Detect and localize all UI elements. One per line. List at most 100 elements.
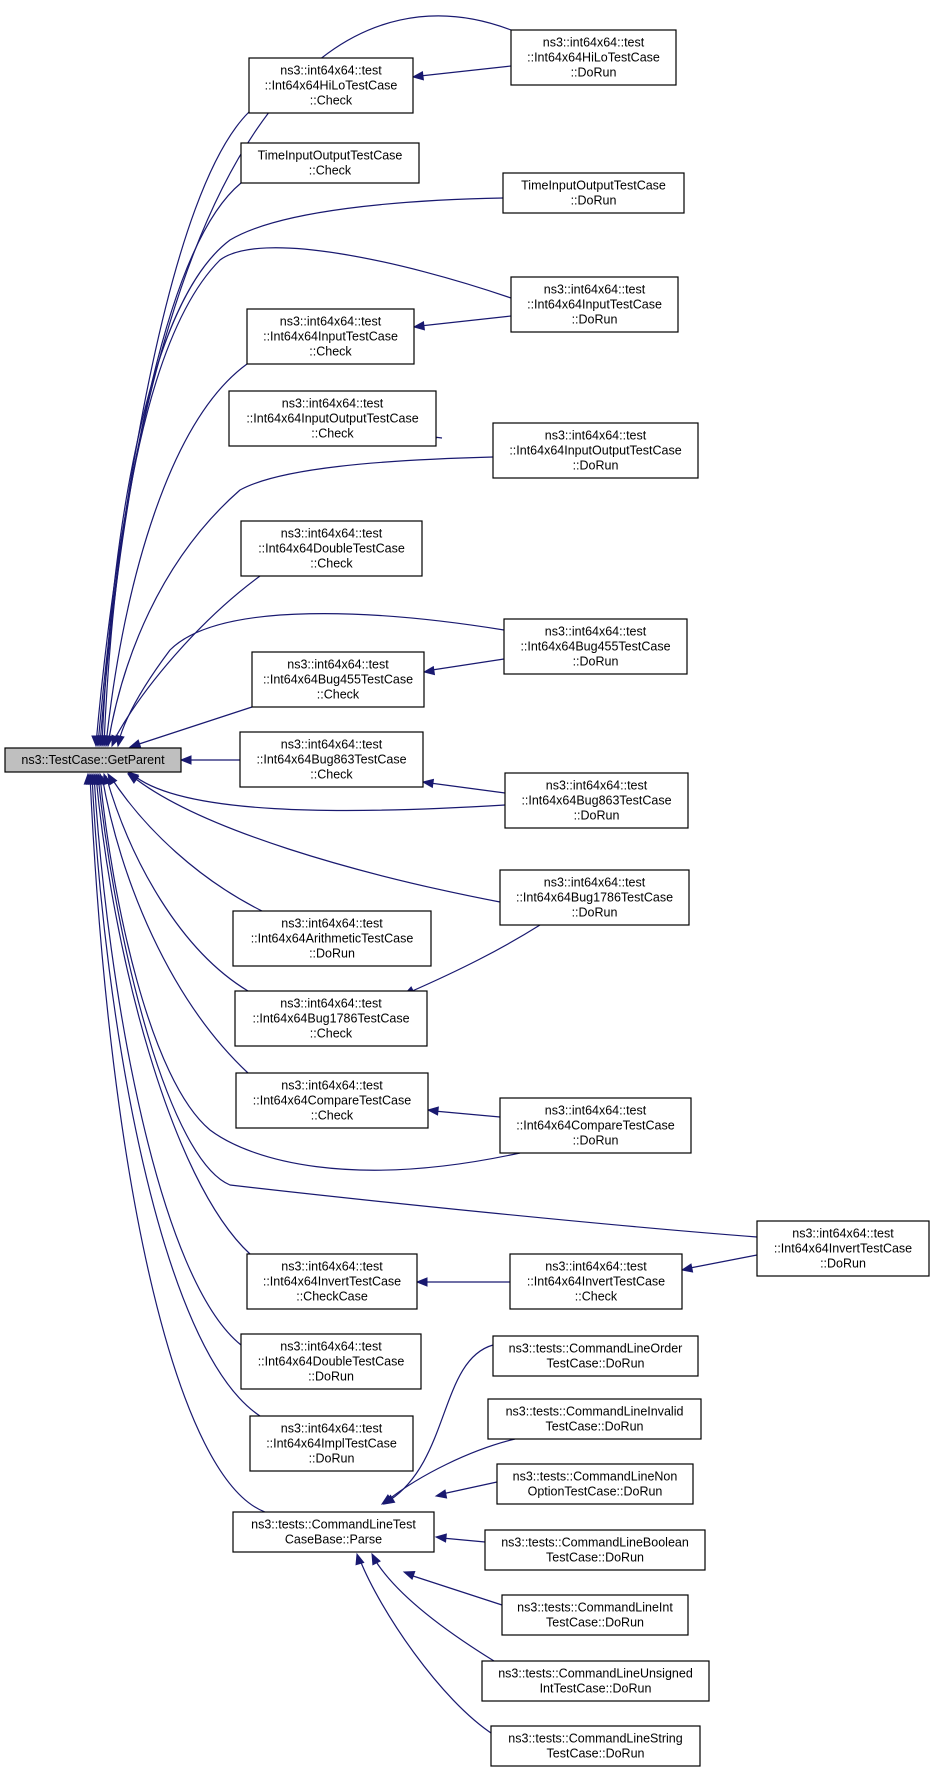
node-label-line: TimeInputOutputTestCase	[258, 149, 403, 163]
node-label-line: ::Check	[310, 1027, 353, 1041]
node-label-line: TestCase::DoRun	[546, 1420, 644, 1434]
node-label-line: ::Int64x64InvertTestCase	[527, 1275, 665, 1289]
node-box	[501, 1594, 689, 1636]
node-double_dorun[interactable]: ns3::int64x64::test::Int64x64DoubleTestC…	[240, 1333, 422, 1390]
node-b1786_check[interactable]: ns3::int64x64::test::Int64x64Bug1786Test…	[234, 990, 428, 1047]
node-label-line: ::Check	[575, 1290, 618, 1304]
node-cl_unsigned[interactable]: ns3::tests::CommandLineUnsignedIntTestCa…	[481, 1660, 710, 1702]
edge-b1786_check-to-root	[99, 775, 521, 1171]
node-label-line: ::Int64x64InputOutputTestCase	[509, 444, 681, 458]
node-cl_nonopt[interactable]: ns3::tests::CommandLineNonOptionTestCase…	[496, 1463, 694, 1505]
node-label-line: IntTestCase::DoRun	[540, 1682, 652, 1696]
edge-b1786_dorun-to-b1786_check	[105, 775, 249, 992]
edge-double_check-to-root	[431, 658, 505, 671]
node-box	[249, 1415, 414, 1472]
edge-io_dorun-to-io_check	[117, 613, 505, 745]
node-label-line: ::CheckCase	[296, 1290, 368, 1304]
edge-input_check-to-root	[419, 315, 512, 327]
node-label-line: ::Check	[309, 164, 352, 178]
node-b455_dorun[interactable]: ns3::int64x64::test::Int64x64Bug455TestC…	[503, 618, 688, 675]
node-label-line: ::Int64x64Bug1786TestCase	[516, 891, 673, 905]
node-box	[756, 1220, 930, 1277]
node-hilo_dorun[interactable]: ns3::int64x64::test::Int64x64HiLoTestCas…	[510, 29, 677, 86]
node-label-line: ns3::int64x64::test	[280, 315, 382, 329]
arrowhead-io_check	[115, 734, 125, 748]
node-label-line: ns3::tests::CommandLineString	[508, 1732, 682, 1746]
edge-b863_dorun-to-b863_check	[409, 924, 541, 993]
node-inv_checkcase[interactable]: ns3::int64x64::test::Int64x64InvertTestC…	[246, 1253, 418, 1310]
node-label-line: ::Int64x64Bug455TestCase	[263, 673, 413, 687]
node-label-line: ::DoRun	[573, 1134, 619, 1148]
node-hilo_check[interactable]: ns3::int64x64::test::Int64x64HiLoTestCas…	[248, 57, 414, 114]
node-label-line: ::DoRun	[574, 809, 620, 823]
node-cmp_check[interactable]: ns3::int64x64::test::Int64x64CompareTest…	[235, 1072, 429, 1129]
node-cl_int[interactable]: ns3::tests::CommandLineIntTestCase::DoRu…	[501, 1594, 689, 1636]
node-box	[496, 1463, 694, 1505]
arrowhead-root	[128, 739, 142, 749]
node-label-line: ::Int64x64CompareTestCase	[516, 1119, 674, 1133]
node-impl_dorun[interactable]: ns3::int64x64::test::Int64x64ImplTestCas…	[249, 1415, 414, 1472]
node-box	[4, 747, 182, 773]
node-cl_invalid[interactable]: ns3::tests::CommandLineInvalidTestCase::…	[487, 1398, 702, 1440]
node-label-line: ::Int64x64Bug1786TestCase	[252, 1012, 409, 1026]
edge-b455_check-to-root	[135, 706, 253, 746]
node-cl_string[interactable]: ns3::tests::CommandLineStringTestCase::D…	[490, 1725, 701, 1767]
arrowhead-cl_parse	[434, 1489, 448, 1499]
node-inv_dorun[interactable]: ns3::int64x64::test::Int64x64InvertTestC…	[756, 1220, 930, 1277]
edges-layer	[83, 15, 758, 1736]
node-box	[510, 276, 679, 333]
node-label-line: ::DoRun	[308, 1370, 354, 1384]
node-b455_check[interactable]: ns3::int64x64::test::Int64x64Bug455TestC…	[251, 651, 425, 708]
arrowhead-cl_parse	[434, 1533, 447, 1543]
edge-cl_bool-to-cl_parse	[374, 1559, 495, 1662]
node-tio_check[interactable]: TimeInputOutputTestCase::Check	[240, 142, 420, 184]
node-label-line: ns3::int64x64::test	[281, 1079, 383, 1093]
node-cl_bool[interactable]: ns3::tests::CommandLineBooleanTestCase::…	[484, 1529, 706, 1571]
node-root[interactable]: ns3::TestCase::GetParent	[4, 747, 182, 773]
node-b1786_dorun[interactable]: ns3::int64x64::test::Int64x64Bug1786Test…	[499, 869, 690, 926]
node-arith_dorun[interactable]: ns3::int64x64::test::Int64x64ArithmeticT…	[232, 910, 432, 967]
edge-tio_check-to-root	[99, 182, 242, 745]
node-cl_order[interactable]: ns3::tests::CommandLineOrderTestCase::Do…	[492, 1335, 699, 1377]
node-label-line: ::Int64x64DoubleTestCase	[258, 1355, 405, 1369]
node-label-line: ns3::int64x64::test	[546, 779, 648, 793]
node-label-line: ::DoRun	[309, 1452, 355, 1466]
edge-tio_dorun-to-tio_check	[103, 247, 512, 745]
node-io_dorun[interactable]: ns3::int64x64::test::Int64x64InputOutput…	[492, 422, 699, 479]
arrowhead-cl_parse	[355, 1552, 365, 1566]
node-label-line: ns3::int64x64::test	[545, 1260, 647, 1274]
node-b863_check[interactable]: ns3::int64x64::test::Int64x64Bug863TestC…	[239, 731, 424, 788]
node-label-line: ns3::int64x64::test	[544, 876, 646, 890]
node-box	[251, 651, 425, 708]
node-label-line: ::Int64x64InvertTestCase	[774, 1242, 912, 1256]
node-label-line: ::Int64x64InputTestCase	[263, 330, 398, 344]
node-label-line: TestCase::DoRun	[547, 1357, 645, 1371]
node-label-line: ::Check	[311, 427, 354, 441]
node-inv_check[interactable]: ns3::int64x64::test::Int64x64InvertTestC…	[509, 1253, 683, 1310]
node-cmp_dorun[interactable]: ns3::int64x64::test::Int64x64CompareTest…	[499, 1097, 692, 1154]
node-b863_dorun[interactable]: ns3::int64x64::test::Int64x64Bug863TestC…	[504, 772, 689, 829]
node-cl_parse[interactable]: ns3::tests::CommandLineTestCaseBase::Par…	[232, 1511, 435, 1553]
node-label-line: ::DoRun	[573, 459, 619, 473]
node-label-line: ns3::int64x64::test	[792, 1227, 894, 1241]
node-label-line: ::Check	[310, 768, 353, 782]
node-label-line: ::DoRun	[571, 194, 617, 208]
node-label-line: ::Int64x64DoubleTestCase	[258, 542, 405, 556]
node-box	[503, 618, 688, 675]
node-io_check[interactable]: ns3::int64x64::test::Int64x64InputOutput…	[228, 390, 437, 447]
edge-cl_nonopt-to-cl_parse	[409, 1574, 503, 1606]
node-label-line: ns3::int64x64::test	[545, 1104, 647, 1118]
node-tio_dorun[interactable]: TimeInputOutputTestCase::DoRun	[502, 172, 685, 214]
arrowhead-root	[179, 755, 192, 765]
edge-cmp_check-to-root	[433, 1110, 501, 1118]
node-label-line: ns3::int64x64::test	[280, 997, 382, 1011]
node-double_check[interactable]: ns3::int64x64::test::Int64x64DoubleTestC…	[240, 520, 423, 577]
node-label-line: TimeInputOutputTestCase	[521, 179, 666, 193]
node-input_dorun[interactable]: ns3::int64x64::test::Int64x64InputTestCa…	[510, 276, 679, 333]
arrowhead-inv_check	[415, 1277, 428, 1287]
node-input_check[interactable]: ns3::int64x64::test::Int64x64InputTestCa…	[246, 308, 415, 365]
edge-double_dorun-to-root	[89, 775, 266, 1513]
node-box	[232, 910, 432, 967]
arrowhead-root	[422, 665, 436, 676]
